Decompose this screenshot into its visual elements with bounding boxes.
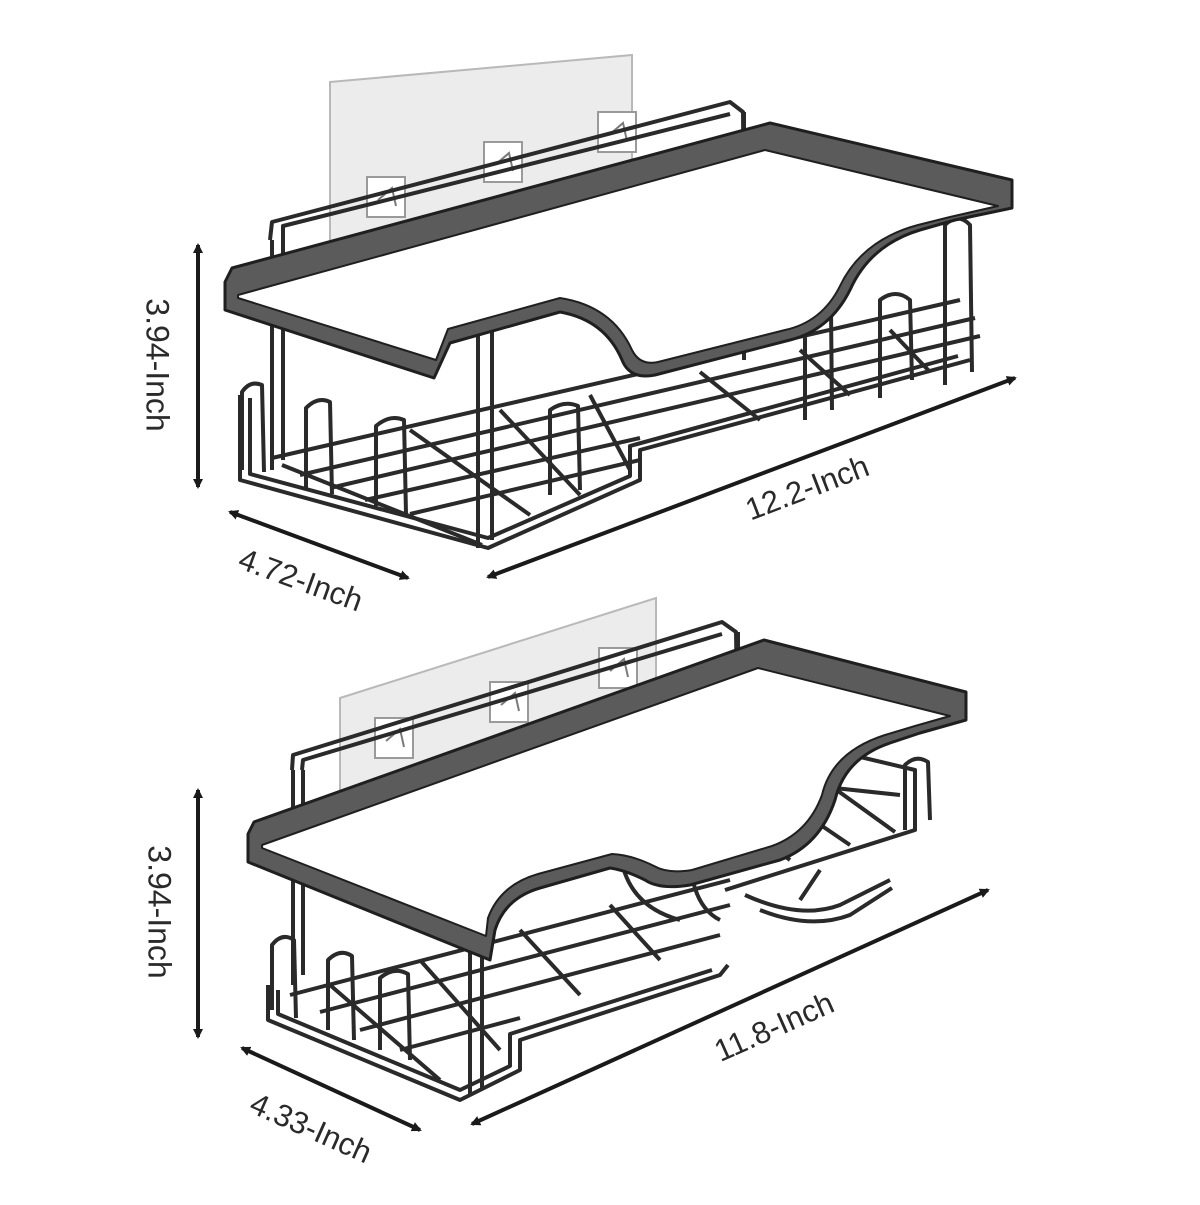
width-label-bottom: 11.8-Inch (709, 985, 839, 1069)
depth-label-bottom: 4.33-Inch (245, 1086, 377, 1171)
frame-rim (223, 121, 1014, 380)
height-label-top: 3.94-Inch (140, 298, 176, 431)
width-arrow-bottom (470, 888, 990, 1126)
depth-label-top: 4.72-Inch (234, 541, 367, 618)
depth-arrow-bottom (240, 1046, 422, 1132)
bottom-basket (246, 596, 968, 1102)
width-arrow-top (486, 376, 1017, 579)
dimension-arrows (193, 243, 1017, 1132)
width-label-top: 12.2-Inch (741, 448, 874, 527)
depth-arrow-top (228, 510, 410, 580)
height-label-bottom: 3.94-Inch (142, 845, 178, 978)
top-basket (223, 53, 1014, 550)
